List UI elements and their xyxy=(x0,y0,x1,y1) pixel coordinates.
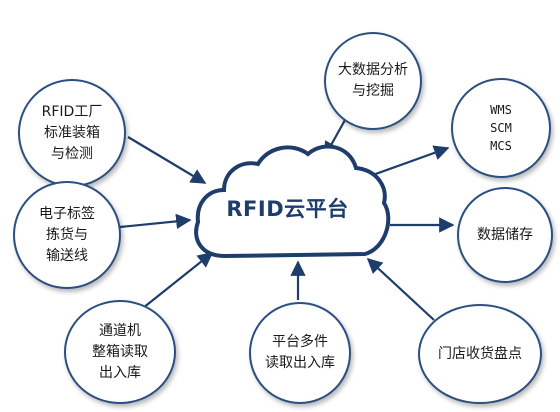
node-store-label: 门店收货盘点 xyxy=(438,345,522,362)
node-storage: 数据储存 xyxy=(457,187,553,283)
node-picking: 电子标签 拣货与 输送线 xyxy=(13,181,121,289)
node-picking-label: 电子标签 拣货与 输送线 xyxy=(39,205,95,264)
node-channel-label: 通道机 整箱读取 出入库 xyxy=(92,322,148,381)
node-systems-label: WMS SCM MCS xyxy=(490,103,512,153)
cloud-label: RFID云平台 xyxy=(226,197,349,221)
arrow-cloud-to-systems xyxy=(369,145,450,178)
node-factory-label: RFID工厂 标准装箱 与检测 xyxy=(41,103,103,162)
node-store: 门店收货盘点 xyxy=(418,304,542,404)
node-platform-label: 平台多件 读取出入库 xyxy=(265,334,335,371)
arrow-factory-to-cloud xyxy=(127,136,207,184)
node-factory: RFID工厂 标准装箱 与检测 xyxy=(18,79,126,187)
node-big-data-label: 大数据分析 与挖掘 xyxy=(338,62,408,99)
arrow-picking-to-cloud xyxy=(119,213,192,230)
arrow-store-to-cloud xyxy=(366,257,435,321)
node-channel: 通道机 整箱读取 出入库 xyxy=(64,300,176,404)
node-platform: 平台多件 读取出入库 xyxy=(249,302,351,404)
node-systems: WMS SCM MCS xyxy=(451,78,551,178)
node-storage-label: 数据储存 xyxy=(477,226,533,243)
arrow-channel-to-cloud xyxy=(142,252,214,309)
node-big-data: 大数据分析 与挖掘 xyxy=(324,32,422,130)
